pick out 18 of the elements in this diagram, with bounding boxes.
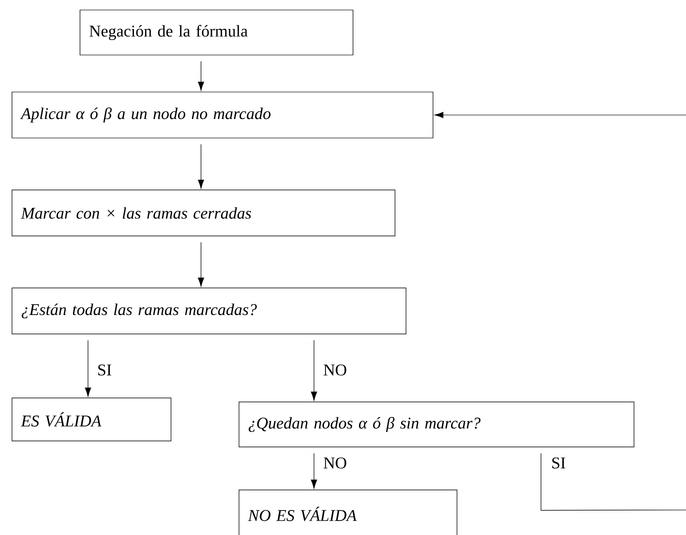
arrow <box>310 340 318 401</box>
process-box: NO ES VÁLIDA <box>238 490 458 535</box>
edge-label: NO <box>322 456 348 470</box>
arrow <box>84 340 92 397</box>
arrow <box>310 452 318 489</box>
arrow <box>198 61 204 91</box>
arrow <box>434 112 686 511</box>
process-box: Aplicar α ó β a un nodo no marcado <box>12 92 434 138</box>
process-box: Marcar con × las ramas cerradas <box>12 190 396 236</box>
process-box: ES VÁLIDA <box>12 398 172 442</box>
process-box: ¿Quedan nodos α ó β sin marcar? <box>238 402 634 448</box>
edge-label: SI <box>550 456 567 470</box>
arrow <box>198 144 204 189</box>
arrow <box>198 242 204 287</box>
edge-label: NO <box>322 363 348 376</box>
process-box: ¿Están todas las ramas marcadas? <box>12 288 406 334</box>
process-box: Negación de la fórmula <box>80 10 354 56</box>
edge-label: SI <box>96 363 113 376</box>
